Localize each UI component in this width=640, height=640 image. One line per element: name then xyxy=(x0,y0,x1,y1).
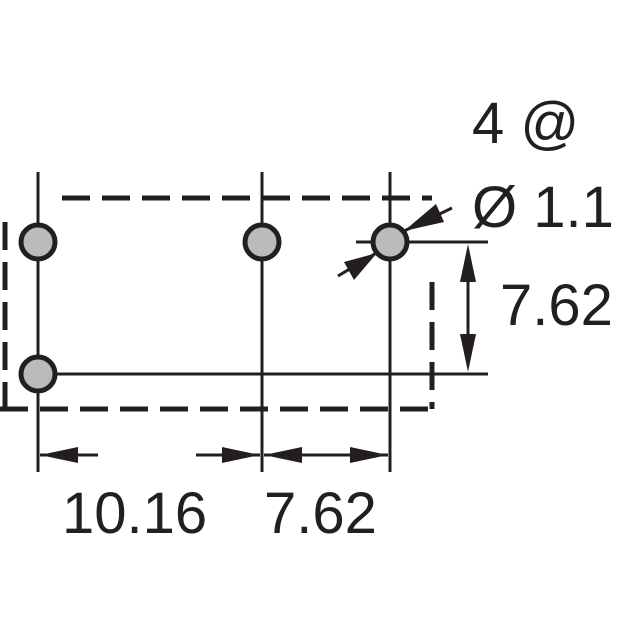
horizontal-spacing-left-label: 10.16 xyxy=(62,481,207,546)
pad-3 xyxy=(370,222,410,262)
dim-arrow-1-left xyxy=(40,447,78,463)
component-outline xyxy=(0,195,435,412)
vertical-dimension: 7.62 xyxy=(460,244,613,372)
horizontal-spacing-right-label: 7.62 xyxy=(264,481,377,546)
vertical-spacing-label: 7.62 xyxy=(500,273,613,338)
horizontal-dimension: 10.16 7.62 xyxy=(40,447,388,546)
dim-arrow-2-left xyxy=(264,447,302,463)
hole-diameter-leader xyxy=(337,204,453,280)
leader-arrow-upper xyxy=(404,204,444,231)
hole-note: 4 @ Ø 1.1 xyxy=(472,91,614,240)
pads xyxy=(18,222,410,394)
pad-2 xyxy=(242,222,282,262)
pad-4 xyxy=(18,354,58,394)
dim-arrow-1-right xyxy=(222,447,260,463)
vertical-dim-arrow-top xyxy=(460,244,476,282)
dim-arrow-2-right xyxy=(350,447,388,463)
leader-arrow-lower xyxy=(344,253,377,280)
hole-diameter-label: Ø 1.1 xyxy=(472,175,614,240)
hole-count-label: 4 @ xyxy=(472,91,579,156)
pad-1 xyxy=(18,222,58,262)
pin-center-lines xyxy=(36,172,488,472)
vertical-dim-arrow-bottom xyxy=(460,334,476,372)
